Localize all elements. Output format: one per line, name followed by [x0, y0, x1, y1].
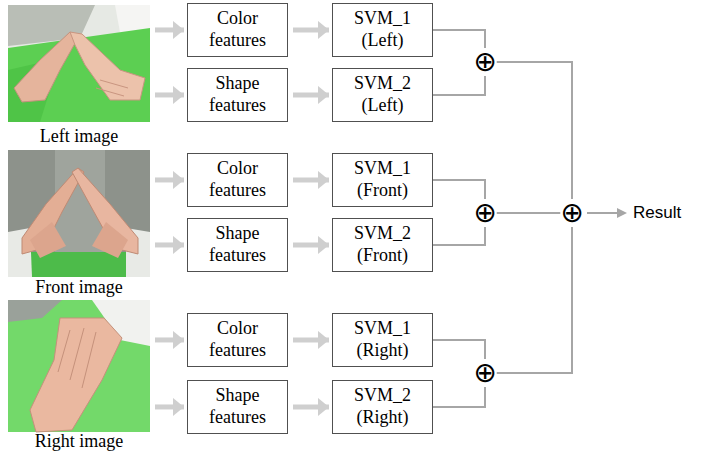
merge-line — [433, 76, 485, 95]
image-panel: Right image — [8, 300, 150, 452]
process-box: Shape features — [187, 380, 288, 434]
image-caption: Left image — [40, 126, 118, 147]
box-label: SVM_2 (Right) — [339, 385, 427, 429]
process-box: Color features — [187, 153, 288, 207]
merge-line — [433, 30, 485, 48]
box-label: SVM_1 (Front) — [339, 158, 427, 202]
merge-line — [433, 180, 485, 199]
image-panel: Front image — [8, 150, 150, 298]
process-box: SVM_2 (Right) — [332, 380, 433, 434]
box-label: Color features — [194, 8, 282, 52]
merge-line — [433, 227, 485, 245]
box-label: SVM_2 (Left) — [339, 73, 427, 117]
box-label: Color features — [194, 318, 282, 362]
flow-arrow — [293, 337, 329, 342]
flow-arrow — [293, 27, 329, 32]
box-label: Shape features — [194, 223, 282, 267]
right-photo — [8, 300, 150, 432]
image-panel: Left image — [8, 5, 150, 147]
flow-arrow — [155, 337, 184, 342]
sum-node: ⊕ — [473, 199, 496, 227]
flow-arrow — [293, 404, 329, 409]
sum-symbol: ⊕ — [560, 199, 583, 227]
sum-node: ⊕ — [473, 359, 496, 387]
process-box: Color features — [187, 313, 288, 367]
box-label: Color features — [194, 158, 282, 202]
output-label: Result — [633, 203, 681, 223]
process-box: SVM_2 (Front) — [332, 218, 433, 272]
flow-arrow — [155, 177, 184, 182]
flow-arrow — [155, 242, 184, 247]
merge-line — [497, 212, 561, 214]
sum-node: ⊕ — [473, 48, 496, 76]
process-box: SVM_1 (Front) — [332, 153, 433, 207]
flow-arrow — [293, 177, 329, 182]
flow-arrow — [155, 404, 184, 409]
process-box: Color features — [187, 3, 288, 57]
merge-line — [497, 227, 572, 373]
box-label: SVM_2 (Front) — [339, 223, 427, 267]
box-label: SVM_1 (Left) — [339, 8, 427, 52]
sum-node: ⊕ — [560, 199, 583, 227]
flow-arrow — [293, 242, 329, 247]
flow-arrow — [293, 92, 329, 97]
merge-line — [433, 340, 485, 359]
sum-symbol: ⊕ — [473, 48, 496, 76]
front-photo — [8, 150, 150, 277]
merge-line — [433, 387, 485, 407]
process-box: SVM_1 (Left) — [332, 3, 433, 57]
box-label: Shape features — [194, 73, 282, 117]
sum-symbol: ⊕ — [473, 199, 496, 227]
sum-symbol: ⊕ — [473, 359, 496, 387]
flow-arrow — [155, 27, 184, 32]
left-photo — [8, 5, 150, 122]
process-box: SVM_2 (Left) — [332, 68, 433, 122]
box-label: Shape features — [194, 385, 282, 429]
process-box: Shape features — [187, 218, 288, 272]
process-box: SVM_1 (Right) — [332, 313, 433, 367]
box-label: SVM_1 (Right) — [339, 318, 427, 362]
process-box: Shape features — [187, 68, 288, 122]
merge-line — [497, 62, 572, 199]
result-arrow — [587, 208, 627, 218]
flow-arrow — [155, 92, 184, 97]
image-caption: Front image — [35, 277, 123, 298]
image-caption: Right image — [35, 431, 124, 452]
